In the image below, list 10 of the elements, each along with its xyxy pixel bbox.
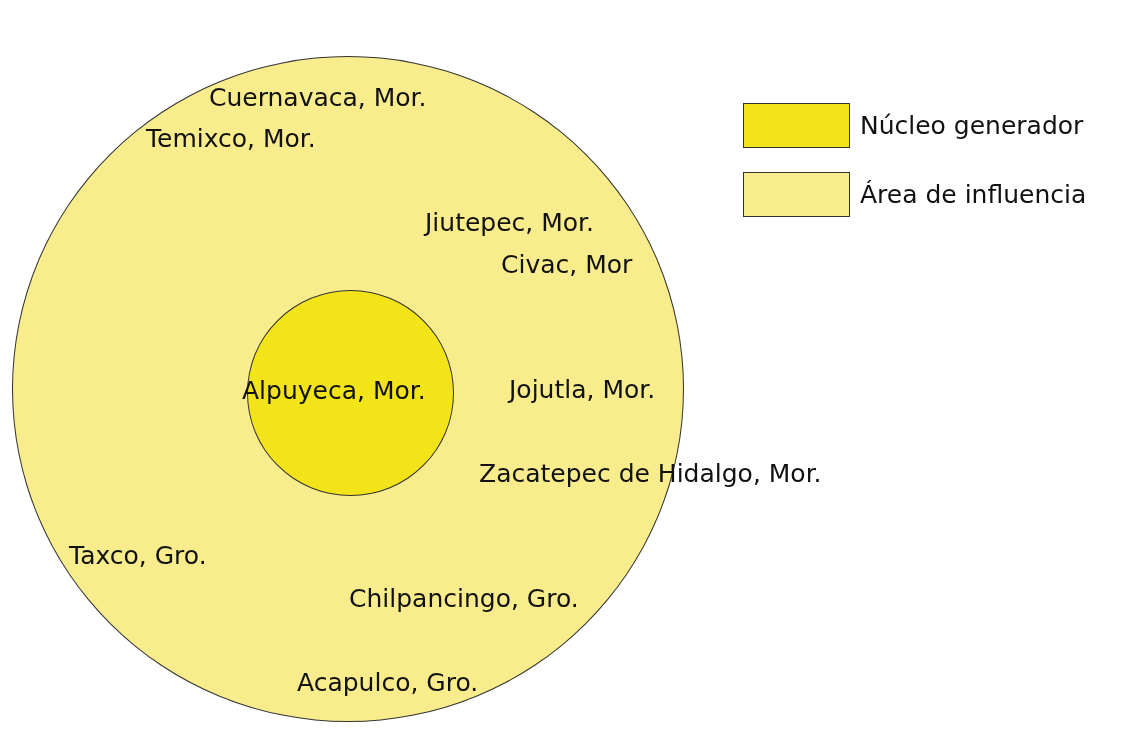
place-label: Chilpancingo, Gro. — [349, 584, 579, 614]
place-label: Jiutepec, Mor. — [425, 208, 595, 238]
legend-label: Núcleo generador — [860, 111, 1084, 141]
place-label: Civac, Mor — [501, 250, 633, 280]
place-label: Taxco, Gro. — [69, 541, 207, 571]
place-label: Jojutla, Mor. — [509, 375, 656, 405]
place-label: Cuernavaca, Mor. — [209, 83, 427, 113]
place-label: Acapulco, Gro. — [297, 668, 479, 698]
place-label: Temixco, Mor. — [146, 124, 316, 154]
legend-label: Área de influencia — [860, 180, 1087, 210]
